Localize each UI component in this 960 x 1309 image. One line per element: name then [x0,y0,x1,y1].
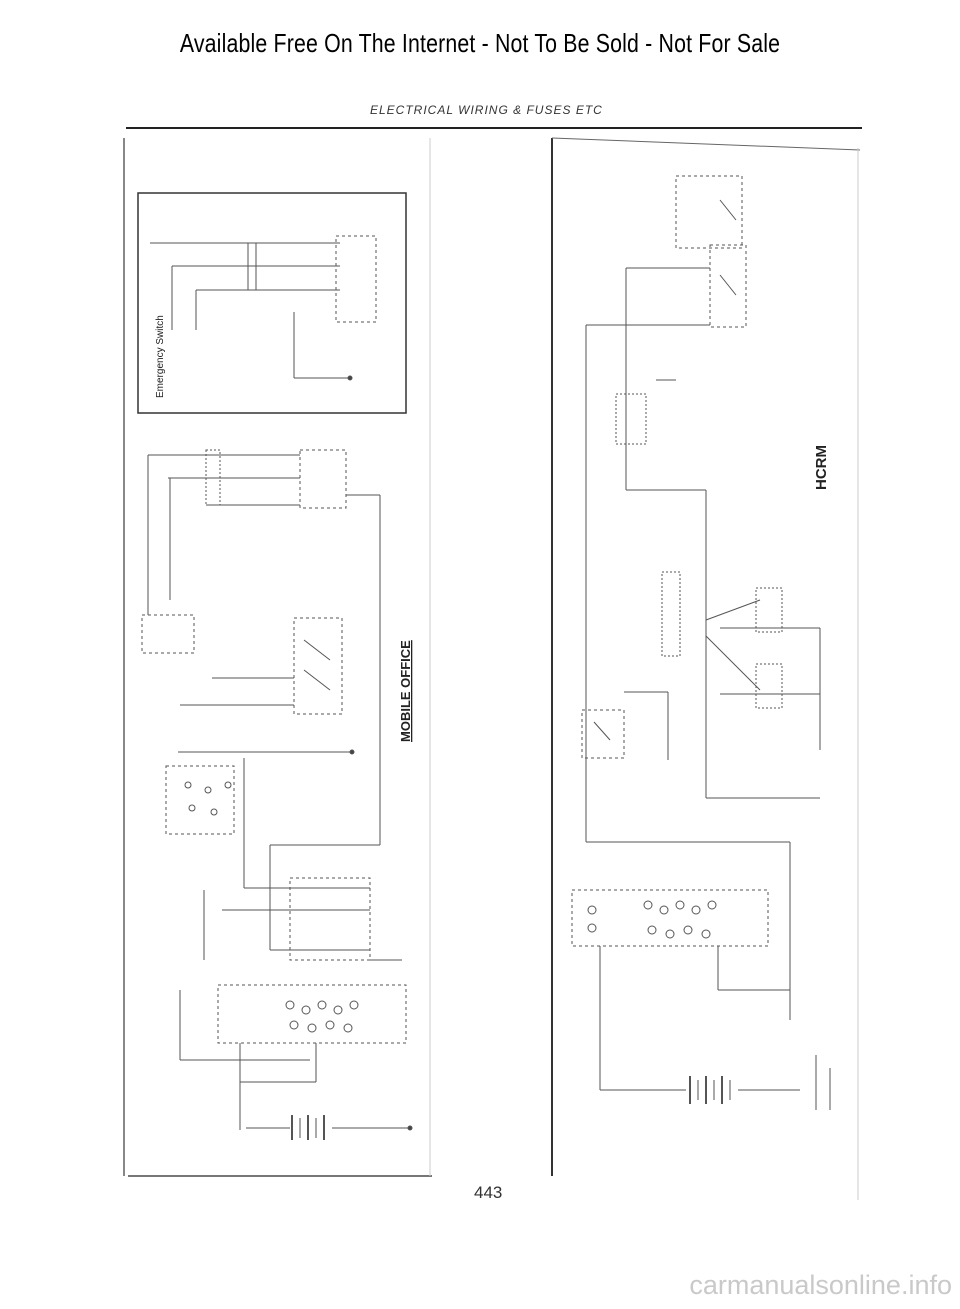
page-number: 443 [474,1183,503,1202]
emergency-switch-label: Emergency Switch [155,315,166,398]
left-panel [123,138,432,1177]
watermark-text: carmanualsonline.info [689,1270,952,1300]
section-title: ELECTRICAL WIRING & FUSES ETC [370,103,603,117]
hcrm-label: HCRM [813,445,830,490]
right-panel [551,137,861,1200]
mobile-office-label: MOBILE OFFICE [398,640,413,742]
banner-text: Available Free On The Internet - Not To … [179,28,781,58]
